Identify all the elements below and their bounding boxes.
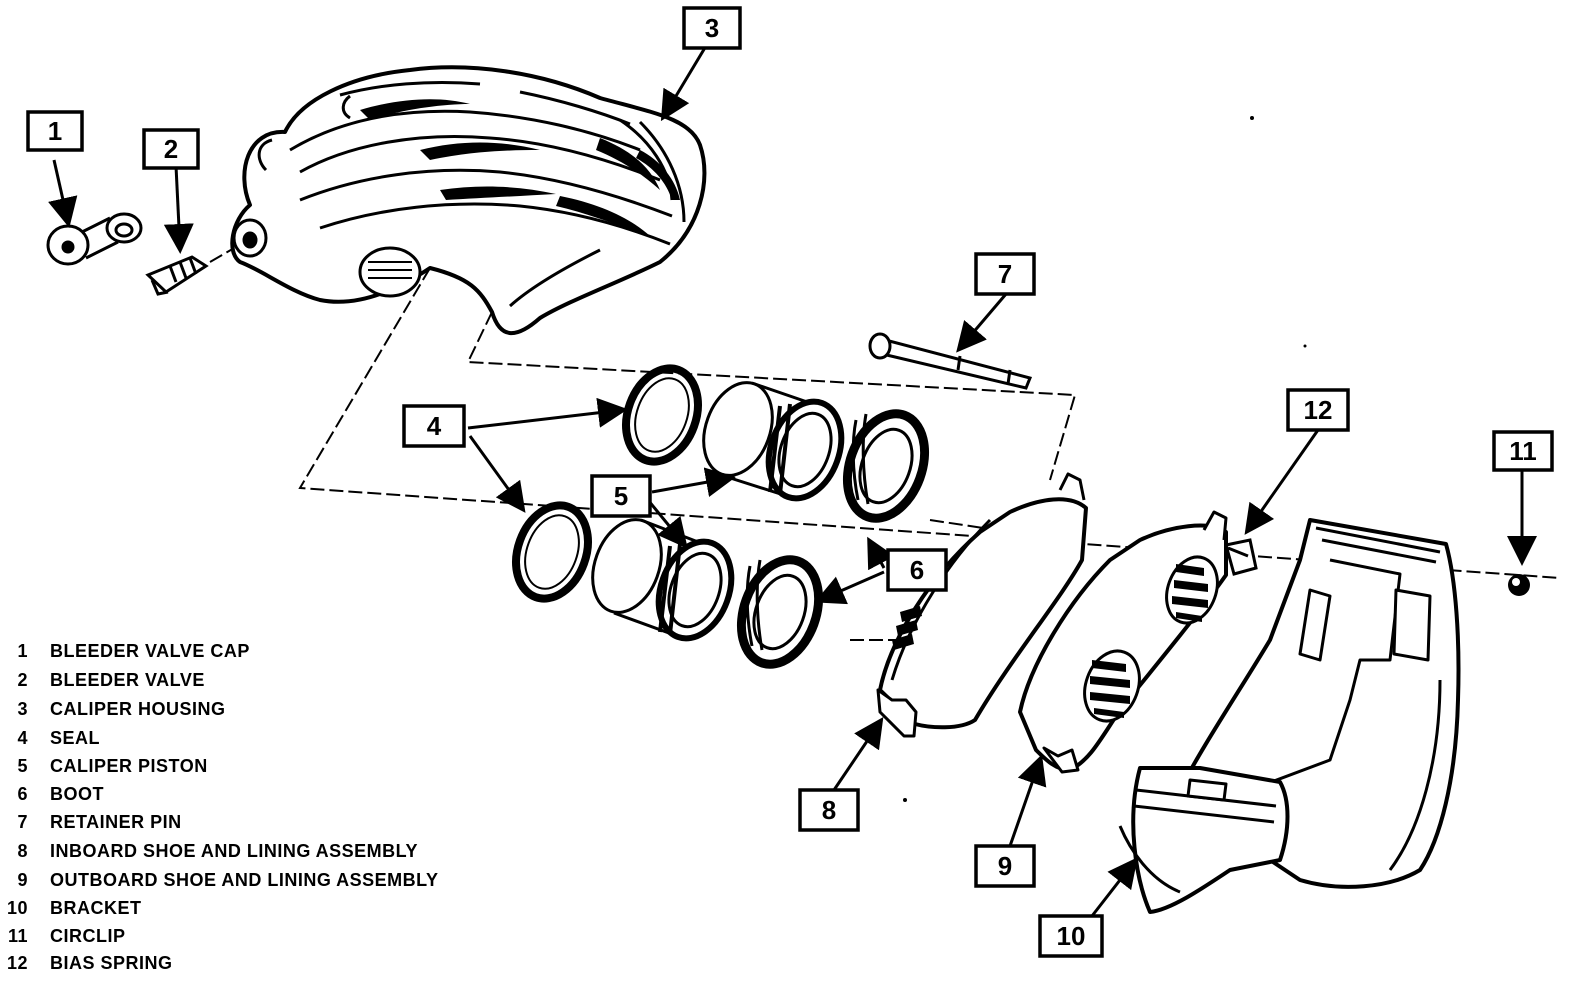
- callout-box-11: [1492, 430, 1554, 472]
- legend-item: 7 RETAINER PIN: [17, 812, 181, 832]
- legend-label: BLEEDER VALVE CAP: [50, 641, 250, 661]
- legend-item: 6 BOOT: [17, 784, 104, 804]
- callout-number-9: 9: [998, 851, 1012, 881]
- callout-box-9: [974, 844, 1036, 888]
- scan-specks: [903, 116, 1307, 802]
- seal-part: [512, 364, 702, 603]
- callout-box-4: [402, 404, 466, 448]
- legend-number: 11: [8, 926, 28, 946]
- legend-label: CALIPER PISTON: [50, 756, 208, 776]
- inboard-shoe-part: [876, 472, 1088, 738]
- legend-number: 2: [17, 670, 28, 690]
- callout-number-10: 10: [1057, 921, 1086, 951]
- callout-number-8: 8: [822, 795, 836, 825]
- parts-legend: 1 BLEEDER VALVE CAP 2 BLEEDER VALVE 3 CA…: [7, 641, 438, 973]
- legend-label: OUTBOARD SHOE AND LINING ASSEMBLY: [50, 870, 439, 890]
- boot-part: [736, 409, 930, 669]
- legend-item: 12 BIAS SPRING: [7, 953, 173, 973]
- legend-label: CIRCLIP: [50, 926, 126, 946]
- legend-item: 1 BLEEDER VALVE CAP: [17, 641, 249, 661]
- legend-number: 5: [17, 756, 28, 776]
- legend-number: 12: [7, 953, 28, 973]
- callout-number-3: 3: [705, 13, 719, 43]
- callout-box-12: [1286, 388, 1350, 432]
- callout-numbers: 1 2 3 4 5 6 7 8 9 10 11 12: [48, 13, 1537, 951]
- callout-number-2: 2: [164, 134, 178, 164]
- legend-label: CALIPER HOUSING: [50, 699, 226, 719]
- callout-box-3: [682, 6, 742, 50]
- bleeder-valve-cap-part: [46, 212, 143, 266]
- callout-number-7: 7: [998, 259, 1012, 289]
- callout-box-8: [798, 788, 860, 832]
- legend-label: RETAINER PIN: [50, 812, 182, 832]
- assembly-lines: [209, 239, 1561, 641]
- leader-arrows: [48, 45, 1537, 917]
- legend-label: BIAS SPRING: [50, 953, 173, 973]
- legend-label: INBOARD SHOE AND LINING ASSEMBLY: [50, 841, 418, 861]
- legend-item: 4 SEAL: [17, 728, 100, 748]
- legend-item: 2 BLEEDER VALVE: [17, 670, 204, 690]
- callout-number-12: 12: [1304, 395, 1333, 425]
- bleeder-valve-part: [145, 255, 209, 296]
- bias-spring-part: [1224, 538, 1258, 576]
- callout-box-5: [590, 474, 652, 518]
- callout-box-10: [1038, 914, 1104, 958]
- legend-label: BLEEDER VALVE: [50, 670, 205, 690]
- callout-box-7: [974, 252, 1036, 296]
- legend-label: BOOT: [50, 784, 104, 804]
- callout-number-4: 4: [427, 411, 442, 441]
- legend-number: 10: [7, 898, 28, 918]
- legend-item: 8 INBOARD SHOE AND LINING ASSEMBLY: [17, 841, 418, 861]
- callout-number-6: 6: [910, 555, 924, 585]
- legend-label: BRACKET: [50, 898, 142, 918]
- callout-box-2: [142, 128, 200, 170]
- legend-number: 1: [17, 641, 28, 661]
- retainer-pin-part: [868, 332, 1033, 390]
- caliper-piston-part: [591, 381, 845, 642]
- caliper-housing-part: [230, 65, 707, 336]
- outboard-shoe-part: [1018, 510, 1228, 774]
- legend-item: 10 BRACKET: [7, 898, 142, 918]
- legend-number: 3: [17, 699, 28, 719]
- bracket-part: [1118, 518, 1461, 914]
- legend-number: 9: [17, 870, 28, 890]
- legend-item: 11 CIRCLIP: [8, 926, 126, 946]
- legend-item: 5 CALIPER PISTON: [17, 756, 207, 776]
- legend-number: 7: [17, 812, 28, 832]
- legend-number: 4: [17, 728, 28, 748]
- legend-item: 3 CALIPER HOUSING: [17, 699, 225, 719]
- legend-item: 9 OUTBOARD SHOE AND LINING ASSEMBLY: [17, 870, 438, 890]
- legend-label: SEAL: [50, 728, 100, 748]
- circlip-part: [1508, 574, 1530, 596]
- callout-box-1: [26, 110, 84, 152]
- callout-number-5: 5: [614, 481, 628, 511]
- legend-number: 6: [17, 784, 28, 804]
- callouts: [26, 6, 1554, 958]
- legend-number: 8: [17, 841, 28, 861]
- callout-box-6: [886, 548, 948, 592]
- callout-number-1: 1: [48, 116, 62, 146]
- callout-number-11: 11: [1509, 436, 1537, 466]
